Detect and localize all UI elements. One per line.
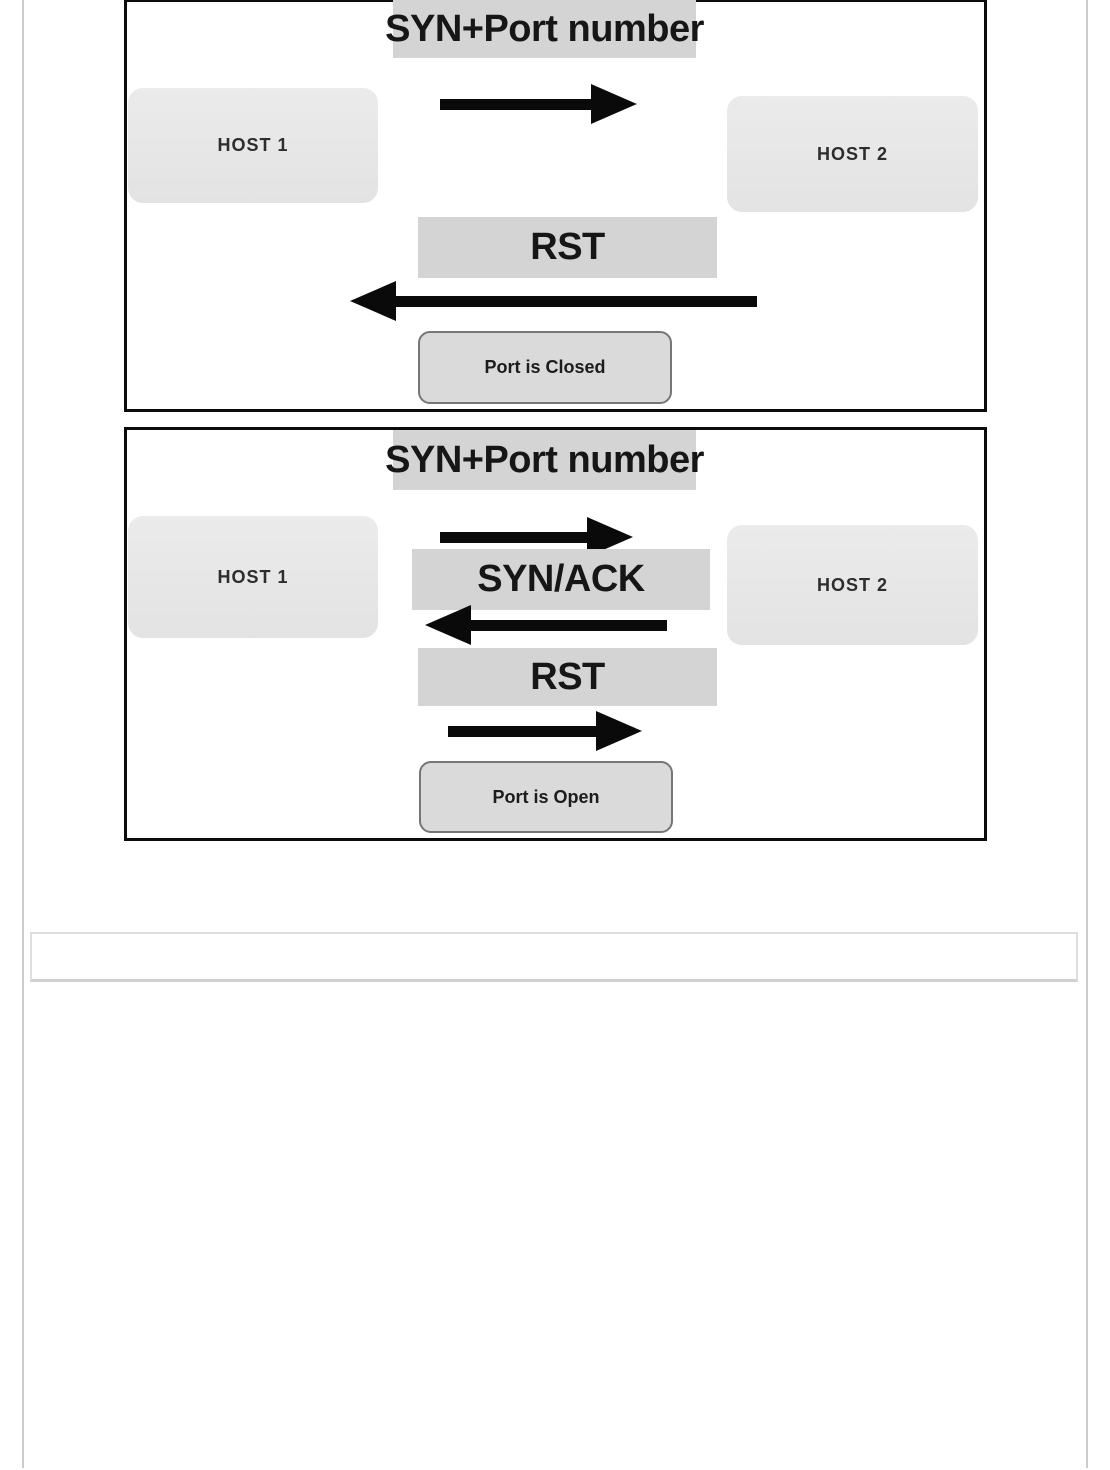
port-closed-status-box: Port is Closed	[418, 331, 672, 404]
left-page-rule	[22, 0, 24, 1468]
diagram-closed-port: SYN+Port number HOST 1 HOST 2 RST Port i…	[124, 0, 987, 412]
arrow-left-icon	[350, 281, 757, 321]
diagram-open-port: SYN+Port number HOST 1 HOST 2 SYN/ACK RS…	[124, 427, 987, 841]
host1-box: HOST 1	[128, 88, 378, 203]
arrow-right-icon	[448, 711, 642, 751]
rst-label: RST	[418, 217, 717, 278]
arrow-left-icon	[425, 605, 667, 645]
host2-box: HOST 2	[727, 96, 978, 212]
host2-box: HOST 2	[727, 525, 978, 645]
host1-box: HOST 1	[128, 516, 378, 638]
rst-label: RST	[418, 648, 717, 706]
empty-text-field[interactable]	[30, 932, 1078, 982]
arrow-right-icon	[440, 84, 637, 124]
syn-port-number-label: SYN+Port number	[385, 430, 704, 490]
port-open-status-box: Port is Open	[419, 761, 673, 833]
syn-port-number-label: SYN+Port number	[385, 0, 704, 58]
right-page-rule	[1086, 0, 1088, 1468]
syn-ack-label: SYN/ACK	[412, 549, 710, 610]
